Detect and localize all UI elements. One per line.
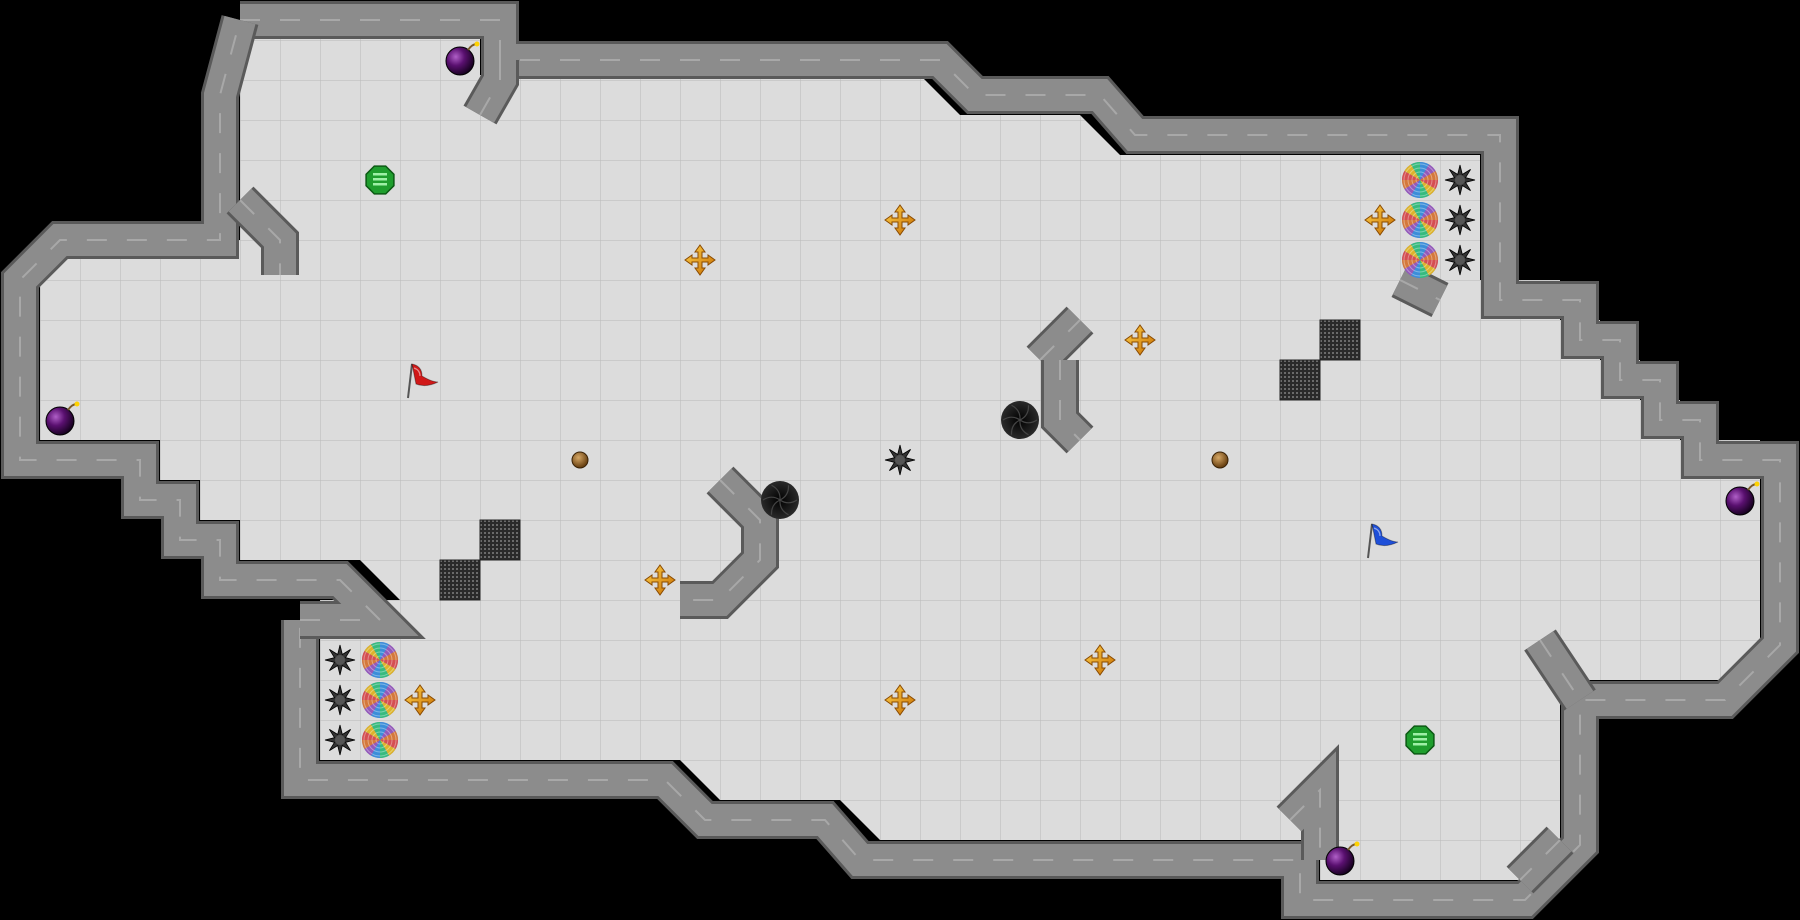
- red-flag-icon: [407, 363, 439, 399]
- button-icon: [1211, 451, 1229, 469]
- portal-icon: [362, 642, 398, 678]
- spike-icon: [884, 444, 916, 476]
- spike-icon: [1444, 204, 1476, 236]
- inner-wall-i: [1506, 826, 1574, 894]
- boost-icon: [404, 684, 436, 716]
- blue-flag-icon: [1367, 523, 1399, 559]
- spike-icon: [1444, 164, 1476, 196]
- inner-wall-g: [1524, 629, 1596, 711]
- inner-wall-b: [1041, 360, 1094, 454]
- bomb-icon: [445, 41, 480, 76]
- gate-icon: [1279, 359, 1321, 401]
- inner-wall-e: [463, 60, 519, 125]
- spike-icon: [324, 724, 356, 756]
- boost-icon: [1084, 644, 1116, 676]
- boost-icon: [1124, 324, 1156, 356]
- outer-wall-south-west: [1, 15, 426, 639]
- gate-icon: [439, 559, 481, 601]
- boost-icon: [684, 244, 716, 276]
- boost-icon: [884, 204, 916, 236]
- pit-icon: [1001, 401, 1039, 439]
- portal-icon: [362, 682, 398, 718]
- gate-icon: [479, 519, 521, 561]
- portal-icon: [362, 722, 398, 758]
- inner-wall-d: [226, 186, 299, 275]
- powerup-icon: [1405, 725, 1435, 755]
- portal-icon: [1402, 162, 1438, 198]
- inner-wall-f: [1391, 263, 1449, 317]
- inner-wall-a: [1026, 306, 1094, 374]
- bomb-icon: [1325, 841, 1360, 876]
- bomb-icon: [45, 401, 80, 436]
- boost-icon: [884, 684, 916, 716]
- spike-icon: [324, 644, 356, 676]
- spike-icon: [324, 684, 356, 716]
- boost-icon: [1364, 204, 1396, 236]
- spike-icon: [1444, 244, 1476, 276]
- portal-icon: [1402, 202, 1438, 239]
- button-icon: [571, 451, 589, 469]
- outer-wall-north-east: [240, 1, 1799, 919]
- bomb-icon: [1725, 481, 1760, 516]
- boost-icon: [644, 564, 676, 596]
- inner-wall-c: [680, 466, 779, 619]
- inner-wall-h: [1276, 744, 1339, 860]
- powerup-icon: [365, 165, 395, 195]
- portal-icon: [1402, 242, 1438, 278]
- pit-icon: [761, 481, 799, 519]
- gate-icon: [1319, 319, 1361, 361]
